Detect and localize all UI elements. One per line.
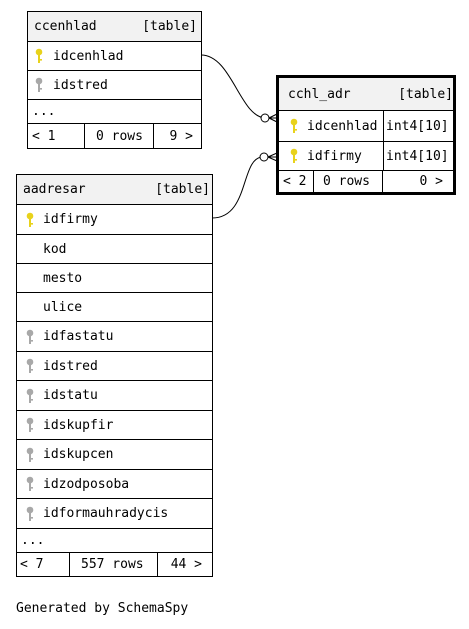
key-icon-primary [289, 111, 299, 141]
column-row[interactable]: ulice [17, 292, 212, 321]
column-type: int4[10] [386, 118, 449, 134]
table-kind: [table] [155, 182, 210, 197]
edge-aadresar-to-cchl-adr [211, 156, 264, 219]
column-name: kod [43, 241, 67, 257]
edge-end-optional-circle [260, 113, 270, 123]
table-name: cchl_adr [288, 86, 351, 102]
edge-end-crowfoot [267, 152, 278, 162]
key-icon-foreign [25, 411, 35, 439]
column-name: idformauhradycis [43, 506, 169, 521]
row-count: 557 rows [81, 557, 144, 572]
generator-credit: Generated by SchemaSpy [16, 601, 189, 616]
column-row[interactable]: idcenhlad int4[10] [279, 110, 453, 141]
ellipsis-row: ... [17, 528, 212, 552]
key-icon-foreign [25, 322, 35, 351]
column-row[interactable]: idskupfir [17, 410, 212, 439]
table-header: cchl_adr [table] [279, 78, 453, 110]
column-row[interactable]: idstred [17, 351, 212, 380]
column-row[interactable]: idstatu [17, 380, 212, 410]
table-footer: < 7 557 rows 44 > [17, 552, 212, 576]
column-name: idstred [53, 77, 108, 93]
column-name: idstred [43, 358, 98, 374]
column-row[interactable]: idformauhradycis [17, 498, 212, 528]
table-name: aadresar [23, 182, 86, 197]
column-name: idstatu [43, 388, 98, 403]
column-name: ulice [43, 299, 83, 315]
table-footer: < 2 0 rows 0 > [279, 170, 453, 192]
column-row[interactable]: idskupcen [17, 439, 212, 469]
table-cchl-adr[interactable]: cchl_adr [table] idcenhlad int4[10] idfi… [276, 75, 456, 195]
parents-count[interactable]: < 1 [32, 128, 56, 144]
key-icon-primary [25, 205, 35, 234]
children-count[interactable]: 0 > [419, 174, 443, 189]
column-name: idcenhlad [307, 118, 378, 134]
column-row[interactable]: idzodposoba [17, 469, 212, 498]
column-name: idfirmy [43, 212, 98, 227]
key-icon-primary [289, 142, 299, 170]
column-name: idcenhlad [53, 48, 124, 64]
edge-end-crowfoot [268, 113, 278, 123]
ellipsis-row: ... [28, 99, 201, 123]
table-footer: < 1 0 rows 9 > [28, 123, 201, 148]
table-ccenhlad[interactable]: ccenhlad [table] idcenhlad idstred ... <… [27, 11, 202, 149]
column-name: idfastatu [43, 329, 114, 344]
table-kind: [table] [398, 86, 453, 102]
column-name: idskupfir [43, 417, 114, 433]
column-row[interactable]: idstred [28, 70, 201, 99]
table-aadresar[interactable]: aadresar [table] idfirmy kod mesto ulice… [16, 174, 213, 577]
edge-ccenhlad-to-cchl-adr [200, 54, 267, 119]
edge-end-optional-circle [259, 152, 269, 162]
children-count[interactable]: 44 > [170, 557, 202, 572]
children-count[interactable]: 9 > [169, 128, 193, 144]
ellipsis: ... [21, 533, 45, 548]
key-icon-primary [34, 42, 44, 70]
column-name: idskupcen [43, 447, 114, 462]
column-type: int4[10] [386, 148, 449, 164]
column-name: idfirmy [307, 148, 362, 164]
row-count: 0 rows [323, 174, 370, 189]
table-header: aadresar [table] [17, 175, 212, 204]
column-row[interactable]: mesto [17, 263, 212, 292]
parents-count[interactable]: < 2 [283, 174, 307, 189]
parents-count[interactable]: < 7 [20, 557, 44, 572]
table-kind: [table] [142, 19, 197, 34]
key-icon-foreign [34, 71, 44, 99]
column-row[interactable]: idcenhlad [28, 41, 201, 70]
key-icon-foreign [25, 440, 35, 469]
key-icon-foreign [25, 352, 35, 380]
column-row[interactable]: kod [17, 234, 212, 263]
column-name: idzodposoba [43, 476, 130, 492]
table-header: ccenhlad [table] [28, 12, 201, 41]
table-name: ccenhlad [34, 19, 97, 34]
key-icon-foreign [25, 470, 35, 498]
column-row[interactable]: idfirmy int4[10] [279, 141, 453, 170]
row-count: 0 rows [96, 128, 143, 144]
column-row[interactable]: idfirmy [17, 204, 212, 234]
key-icon-foreign [25, 499, 35, 528]
column-row[interactable]: idfastatu [17, 321, 212, 351]
ellipsis: ... [32, 104, 56, 119]
key-icon-foreign [25, 381, 35, 410]
column-name: mesto [43, 270, 83, 286]
